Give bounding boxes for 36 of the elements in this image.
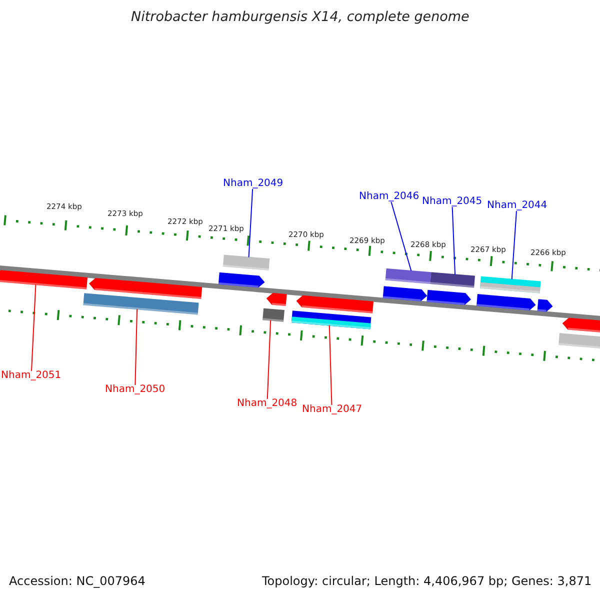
gene-label: Nham_2049 [223,179,284,189]
gene-feature [296,295,374,314]
gene-feature [218,272,265,288]
gene-bar [83,293,199,315]
gene-bar [558,333,600,349]
gene-bar [430,272,476,288]
leader-line [266,320,272,400]
gene-label: Nham_2047 [302,405,362,415]
leader-line [390,202,412,272]
gene-feature [89,278,202,299]
gene-feature [266,292,287,306]
genome-info-text: Topology: circular; Length: 4,406,967 bp; Genes: 3,871 [262,575,592,587]
gene-label: Nham_2046 [359,192,420,202]
gene-bar [262,308,284,322]
gene-feature [537,299,553,312]
gene-bar [222,254,270,270]
gene-label: Nham_2045 [422,197,482,207]
gene-label: Nham_2044 [487,201,548,211]
leader-line [452,206,456,276]
gene-feature [0,270,88,290]
gene-bar [385,268,432,284]
gene-feature [426,290,472,305]
title: Nitrobacter hamburgensis X14, complete genome [131,11,470,24]
gene-label: Nham_2051 [1,371,62,381]
leader-line [511,210,517,280]
leader-line [248,188,254,258]
accession-text: Accession: NC_007964 [9,575,146,587]
gene-label: Nham_2050 [105,385,166,395]
gene-bar [480,276,541,294]
gene-bar [291,310,372,330]
leader-line [328,324,332,406]
leader-line [30,284,36,372]
leader-line [134,308,138,386]
gene-feature [562,318,600,333]
gene-feature [382,286,428,302]
gene-label: Nham_2048 [237,399,298,409]
